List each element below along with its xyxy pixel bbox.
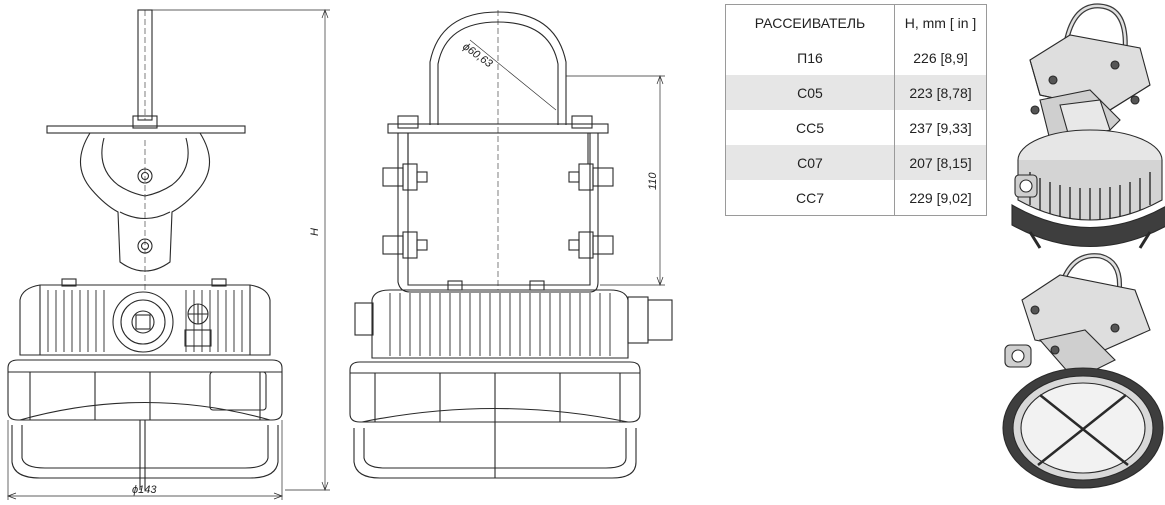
table-row: П16 226 [8,9] <box>725 40 987 75</box>
iso-view-bottom <box>1002 253 1164 489</box>
diffuser-height-table: РАССЕИВАТЕЛЬ H, mm [ in ] П16 226 [8,9] … <box>725 4 987 216</box>
diameter-dimension-label: ϕ143 <box>132 484 157 496</box>
cell-height: 226 [8,9] <box>894 40 987 75</box>
height-dimension-label: H <box>309 228 321 236</box>
cell-height: 237 [9,33] <box>894 110 987 145</box>
front-dimension-lines <box>7 9 330 500</box>
bracket-diameter-label: ϕ60,63 <box>460 41 495 71</box>
iso-view-top <box>1011 3 1165 249</box>
table-header-row: РАССЕИВАТЕЛЬ H, mm [ in ] <box>725 4 987 40</box>
cell-height: 229 [9,02] <box>894 180 987 216</box>
cell-diffuser: П16 <box>725 40 895 75</box>
table-row: CC5 237 [9,33] <box>725 110 987 145</box>
front-view-luminaire <box>7 9 283 490</box>
mount-height-label: 110 <box>647 172 659 190</box>
table-row: CC7 229 [9,02] <box>725 180 987 216</box>
cell-diffuser: C05 <box>725 75 895 110</box>
table-row: C05 223 [8,78] <box>725 75 987 110</box>
cell-height: 223 [8,78] <box>894 75 987 110</box>
side-dimension-lines <box>566 75 665 286</box>
table-row: C07 207 [8,15] <box>725 145 987 180</box>
side-view-luminaire <box>349 10 673 479</box>
header-height: H, mm [ in ] <box>894 4 987 40</box>
cell-diffuser: CC7 <box>725 180 895 216</box>
cell-diffuser: CC5 <box>725 110 895 145</box>
header-diffuser: РАССЕИВАТЕЛЬ <box>725 4 895 40</box>
cell-height: 207 [8,15] <box>894 145 987 180</box>
cell-diffuser: C07 <box>725 145 895 180</box>
